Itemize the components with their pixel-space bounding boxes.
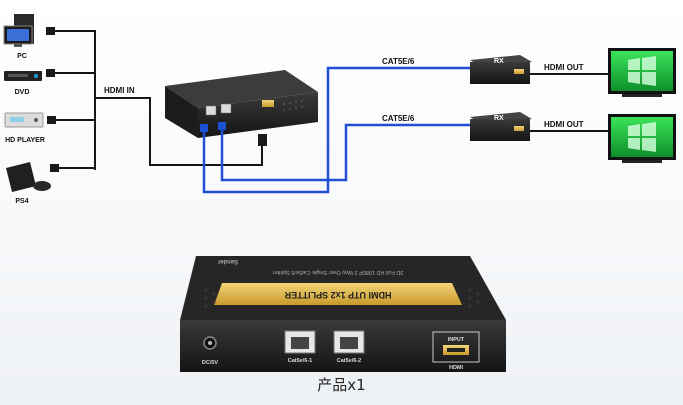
rx-box-bottom <box>470 112 532 141</box>
hd-player-label: HD PLAYER <box>5 137 45 144</box>
rx-label-bottom: RX <box>494 115 504 122</box>
hdmi-plugs-left <box>46 27 267 172</box>
monitor-top <box>608 48 676 97</box>
sender-box-small <box>165 70 318 138</box>
device-title: HDMI UTP 1x2 SPLITTER <box>284 290 391 300</box>
product-box <box>180 256 506 372</box>
hdmi-input-cables <box>50 30 263 170</box>
hdmi-port-label: HDMI <box>449 365 464 371</box>
pc-icon <box>3 14 34 47</box>
ps4-label: PS4 <box>15 198 28 205</box>
sender-label: Sender <box>217 258 238 264</box>
rx-label-top: RX <box>494 58 504 65</box>
hd-player-icon <box>4 112 44 128</box>
port1-label: Cat5e/6-1 <box>288 358 312 364</box>
dvd-icon <box>4 71 42 81</box>
rx-box-top <box>470 55 532 84</box>
cat-label-top: CAT5E/6 <box>382 57 415 66</box>
device-subtitle: 3D Full HD 1080P 2 Way Over Single Cat5e… <box>272 269 403 275</box>
monitor-bottom <box>608 114 676 163</box>
dvd-label: DVD <box>15 89 30 96</box>
hdmi-in-label: HDMI IN <box>104 86 135 95</box>
hdmi-out-label-top: HDMI OUT <box>544 63 584 72</box>
cat-cables <box>202 66 470 194</box>
input-label: INPUT <box>448 337 465 343</box>
hdmi-output-cables <box>530 73 608 132</box>
pc-label: PC <box>17 53 27 60</box>
hdmi-out-label-bottom: HDMI OUT <box>544 120 584 129</box>
port2-label: Cat5e/6-2 <box>337 358 361 364</box>
ps4-icon <box>6 162 51 192</box>
caption: 产品x1 <box>317 376 366 394</box>
cat-plugs <box>200 122 226 132</box>
power-label: DC/5V <box>202 360 219 366</box>
cat-label-bottom: CAT5E/6 <box>382 114 415 123</box>
